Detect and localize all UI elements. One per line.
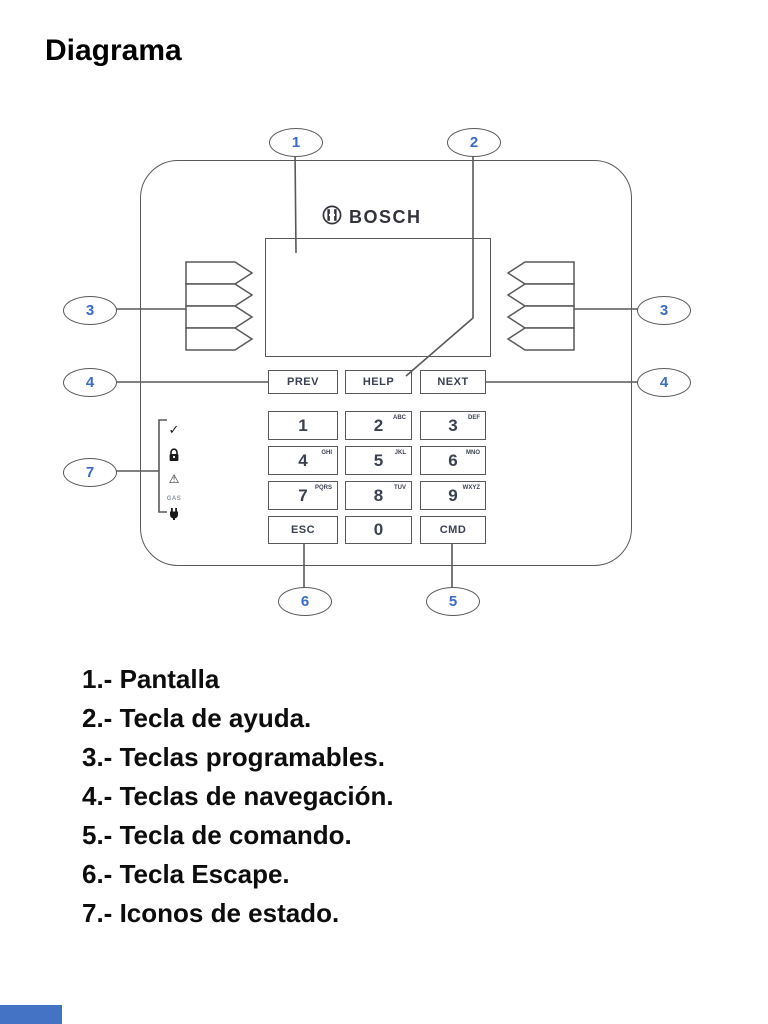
bosch-armature-icon	[322, 205, 342, 230]
legend-item-7: 7.- Iconos de estado.	[82, 898, 340, 928]
key-8: 8 TUV	[345, 481, 412, 510]
key-1: 1	[268, 411, 338, 440]
cmd-key: CMD	[420, 516, 486, 544]
key-4: 4 GHI	[268, 446, 338, 475]
legend-item-4: 4.- Teclas de navegación.	[82, 781, 394, 811]
legend-item-5: 5.- Tecla de comando.	[82, 820, 352, 850]
help-key: HELP	[345, 370, 412, 394]
callout-1-screen: 1	[269, 128, 323, 157]
display-screen	[265, 238, 491, 357]
callout-4-right-nav: 4	[637, 368, 691, 397]
key-5: 5 JKL	[345, 446, 412, 475]
slide-accent-bar	[0, 1005, 62, 1024]
lock-icon	[168, 448, 180, 467]
key-2: 2 ABC	[345, 411, 412, 440]
key-0: 0	[345, 516, 412, 544]
page-title: Diagrama	[45, 34, 182, 67]
check-icon: ✓	[168, 422, 180, 437]
callout-2-help: 2	[447, 128, 501, 157]
legend-list: 1.- Pantalla 2.- Tecla de ayuda. 3.- Tec…	[82, 660, 394, 933]
key-3: 3 DEF	[420, 411, 486, 440]
next-key: NEXT	[420, 370, 486, 394]
prev-key: PREV	[268, 370, 338, 394]
legend-item-6: 6.- Tecla Escape.	[82, 859, 290, 889]
power-plug-icon	[168, 508, 180, 526]
callout-3-left-softkeys: 3	[63, 296, 117, 325]
warning-icon: ⚠	[168, 472, 180, 486]
callout-6-escape: 6	[278, 587, 332, 616]
key-7: 7 PQRS	[268, 481, 338, 510]
status-icons-column: ✓ ⚠ GAS	[162, 423, 186, 526]
esc-key: ESC	[268, 516, 338, 544]
key-6: 6 MNO	[420, 446, 486, 475]
callout-4-left-nav: 4	[63, 368, 117, 397]
bosch-brand-text: BOSCH	[349, 206, 422, 227]
legend-item-3: 3.- Teclas programables.	[82, 742, 385, 772]
legend-item-1: 1.- Pantalla	[82, 664, 220, 694]
callout-3-right-softkeys: 3	[637, 296, 691, 325]
callout-7-status-icons: 7	[63, 458, 117, 487]
bosch-logo: BOSCH	[322, 204, 462, 230]
legend-item-2: 2.- Tecla de ayuda.	[82, 703, 312, 733]
gas-label: GAS	[166, 496, 182, 502]
callout-5-command: 5	[426, 587, 480, 616]
key-9: 9 WXYZ	[420, 481, 486, 510]
